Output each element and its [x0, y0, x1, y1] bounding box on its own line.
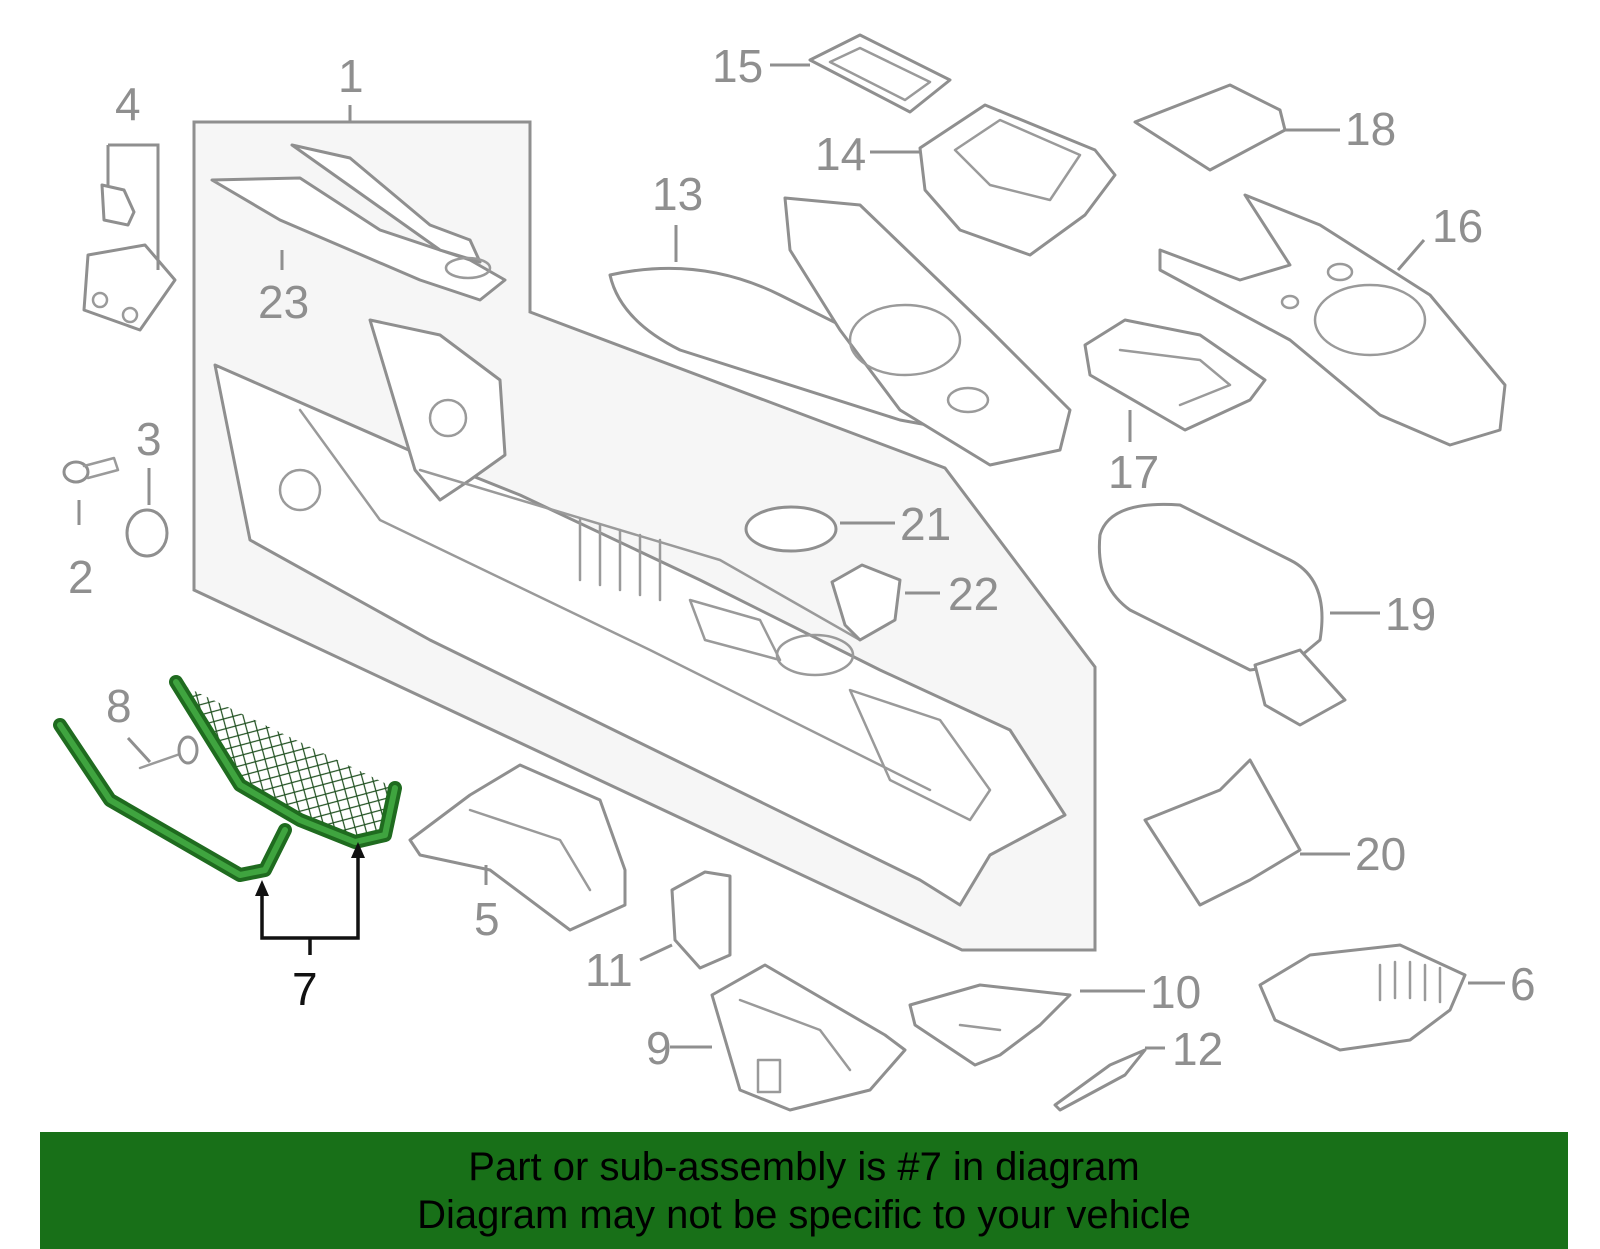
callout-3: 3 [136, 413, 162, 465]
storage-bin-14 [918, 103, 1117, 257]
ring-21 [744, 505, 838, 553]
console-trim-frame [783, 196, 1072, 467]
callout-17: 17 [1108, 446, 1159, 498]
panel-20 [1143, 758, 1302, 907]
callout-15: 15 [712, 40, 763, 92]
callout-20: 20 [1355, 828, 1406, 880]
bracket-5 [408, 763, 627, 932]
leader-lines [77, 63, 1505, 1050]
part-7-leaders [255, 842, 365, 955]
callout-4: 4 [115, 78, 141, 130]
banner-part-line: Part or sub-assembly is #7 in diagram [468, 1144, 1140, 1189]
callout-16: 16 [1432, 200, 1483, 252]
pin-8 [138, 735, 199, 770]
callout-9: 9 [646, 1022, 672, 1074]
callout-18: 18 [1345, 103, 1396, 155]
callout-1: 1 [338, 50, 364, 102]
bin-9 [710, 963, 907, 1112]
bracket-17 [1083, 318, 1267, 432]
callout-5: 5 [474, 893, 500, 945]
callout-7: 7 [292, 963, 318, 1015]
callout-8: 8 [106, 680, 132, 732]
strip-12 [1053, 1048, 1147, 1112]
callout-13: 13 [652, 168, 703, 220]
callout-19: 19 [1385, 588, 1436, 640]
insert-22 [830, 563, 902, 642]
mat-15 [808, 33, 952, 114]
trim-plate-16 [1158, 193, 1507, 447]
part-7-highlight [53, 675, 402, 882]
console-body [213, 318, 1067, 907]
callout-12: 12 [1172, 1023, 1223, 1075]
callout-11: 11 [585, 944, 633, 996]
mat-18 [1133, 83, 1287, 172]
callout-6: 6 [1510, 958, 1536, 1010]
clip-11 [670, 870, 732, 970]
callout-14: 14 [815, 128, 866, 180]
trim-strip-23 [210, 143, 507, 302]
info-banner: Part or sub-assembly is #7 in diagram Di… [40, 1132, 1568, 1249]
module-6 [1258, 943, 1467, 1052]
callout-23: 23 [258, 276, 309, 328]
banner-disclaimer-line: Diagram may not be specific to your vehi… [417, 1192, 1191, 1237]
armrest-19 [1097, 502, 1347, 727]
bracket-4 [82, 183, 177, 332]
callout-21: 21 [900, 498, 951, 550]
callout-10: 10 [1150, 966, 1201, 1018]
cap-3 [125, 508, 169, 558]
callout-2: 2 [68, 551, 94, 603]
callout-22: 22 [948, 568, 999, 620]
bracket-10 [908, 983, 1072, 1067]
screw-2 [62, 456, 120, 484]
